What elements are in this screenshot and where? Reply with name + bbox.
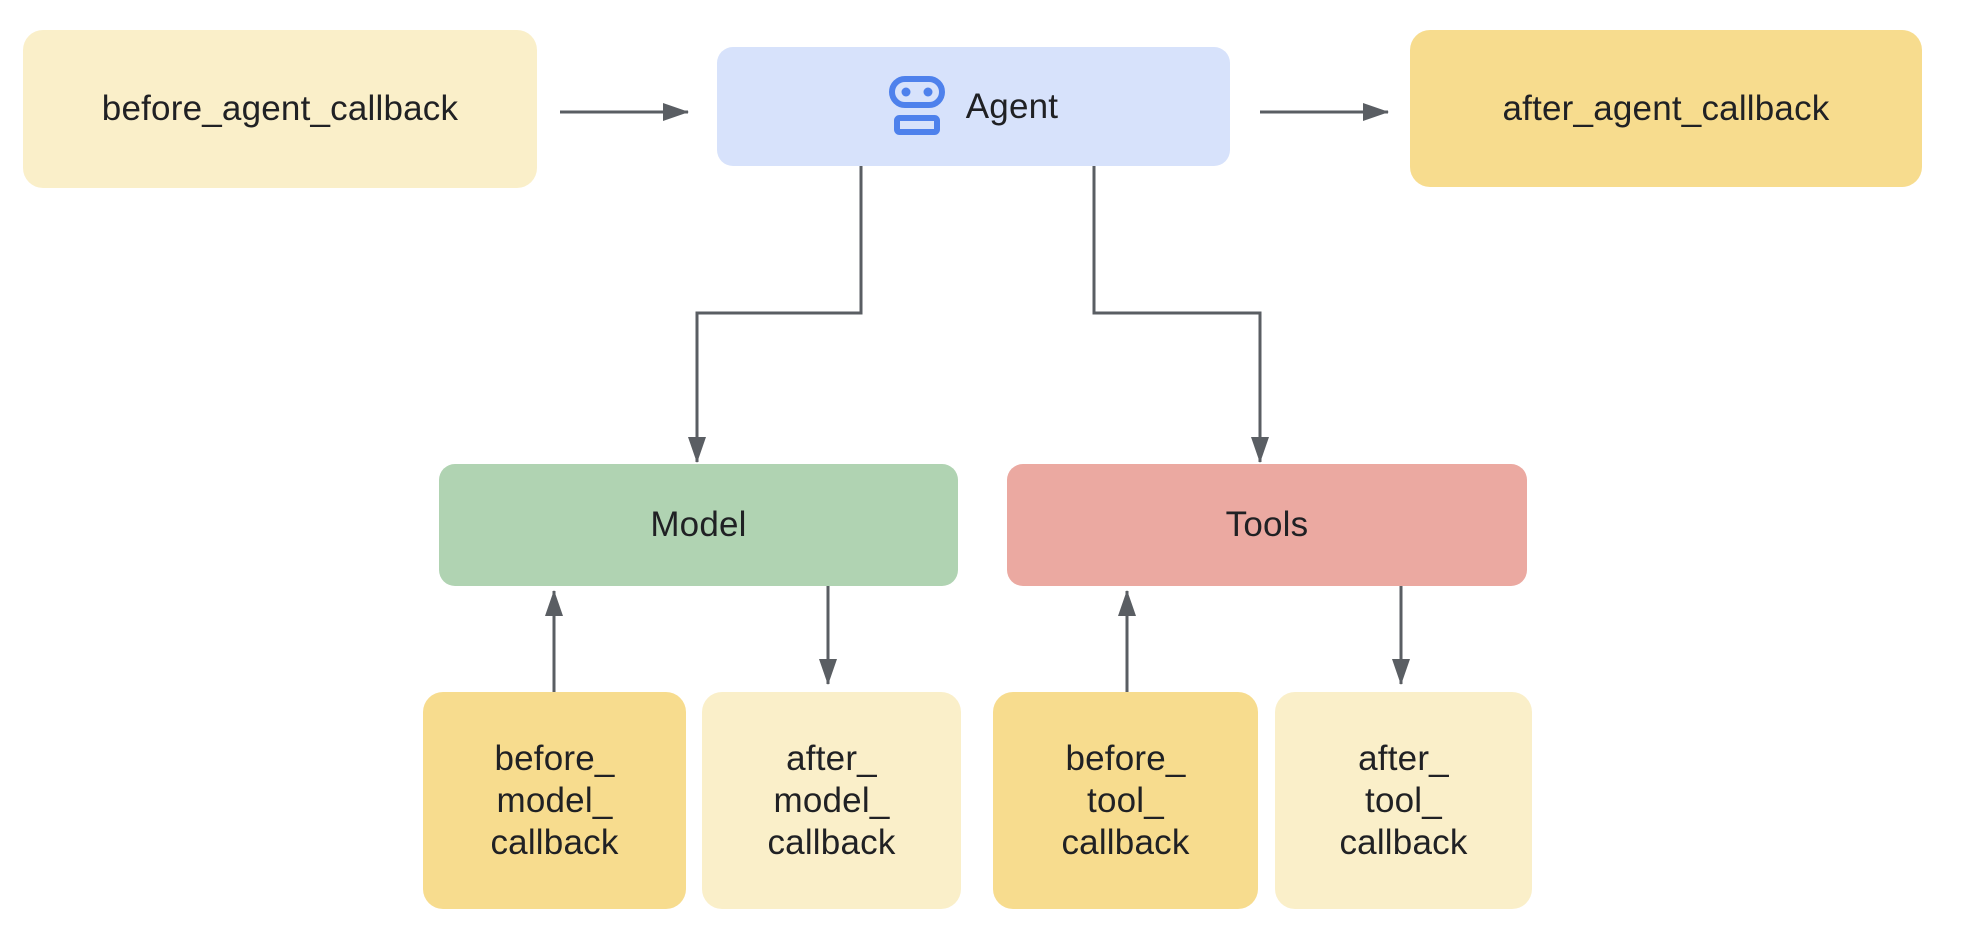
node-before-agent-callback: before_agent_callback [23,30,537,188]
node-agent: Agent [717,47,1230,166]
node-label: before_ tool_ callback [1061,738,1190,862]
node-label: before_ model_ callback [490,738,619,862]
node-label: before_agent_callback [101,89,459,128]
node-tools: Tools [1007,464,1527,586]
node-label: after_ tool_ callback [1339,738,1468,862]
node-before-tool-callback: before_ tool_ callback [993,692,1258,909]
node-after-model-callback: after_ model_ callback [702,692,961,909]
node-label: Tools [1225,505,1309,544]
arrow-agent-to-tools [1092,166,1269,463]
node-model: Model [439,464,958,586]
node-before-model-callback: before_ model_ callback [423,692,686,909]
robot-icon [888,75,945,135]
arrow-agent-to-model [688,166,863,463]
node-after-tool-callback: after_ tool_ callback [1275,692,1532,909]
node-after-agent-callback: after_agent_callback [1410,30,1922,187]
node-label: Model [650,505,747,544]
node-label: after_ model_ callback [767,738,896,862]
node-label: after_agent_callback [1502,88,1830,128]
node-label: Agent [965,86,1059,126]
